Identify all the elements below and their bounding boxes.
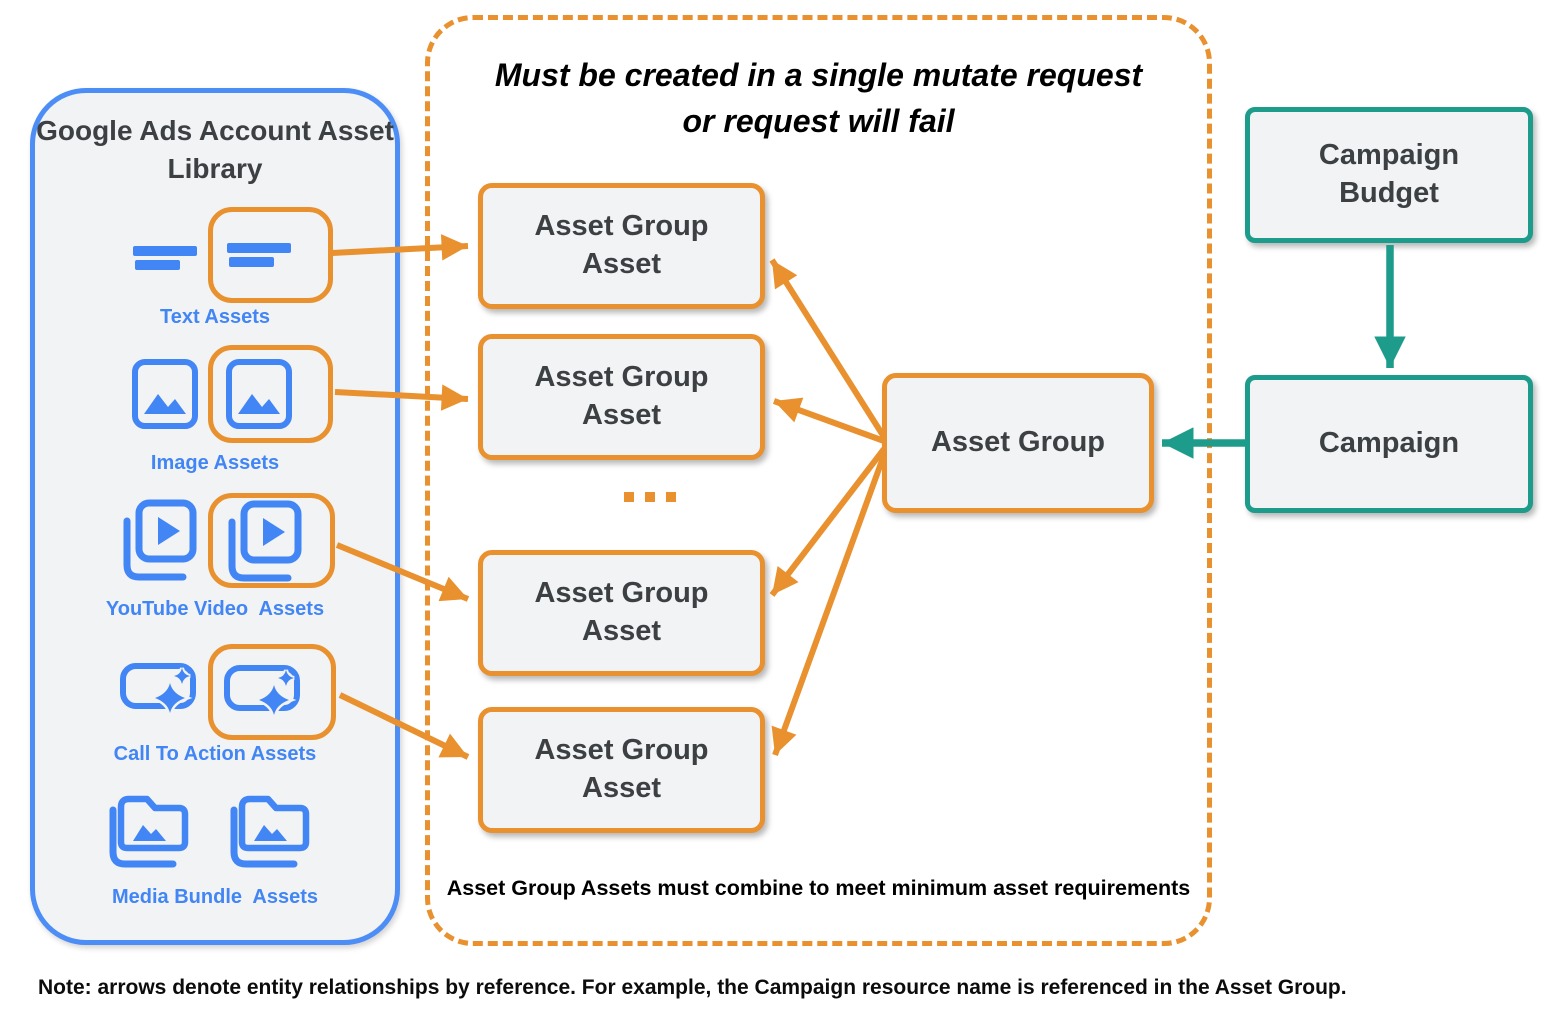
asset-group-asset-label: Asset Group Asset	[534, 361, 709, 431]
mutate-request-title: Must be created in a single mutate reque…	[433, 52, 1204, 145]
asset-library-title: Google Ads Account Asset Library	[36, 115, 394, 184]
asset-group-asset-label: Asset Group Asset	[534, 577, 709, 647]
asset-group-asset-label: Asset Group Asset	[534, 734, 709, 804]
mutate-request-title-line1: Must be created in a single mutate reque…	[494, 57, 1143, 93]
single-mutate-request-group	[425, 15, 1212, 946]
youtube-video-asset-icon	[222, 500, 302, 586]
asset-group-box: Asset Group	[882, 373, 1154, 513]
call-to-action-assets-label: Call To Action Assets	[113, 743, 317, 765]
asset-group-asset-box-4: Asset Group Asset	[478, 707, 765, 833]
asset-group-label: Asset Group	[930, 426, 1106, 459]
campaign-budget-box: Campaign Budget	[1245, 107, 1533, 243]
call-to-action-asset-icon	[224, 662, 306, 722]
asset-group-asset-box-3: Asset Group Asset	[478, 550, 765, 676]
asset-group-asset-box-2: Asset Group Asset	[478, 334, 765, 460]
ellipsis	[624, 492, 676, 502]
text-asset-icon	[133, 246, 197, 270]
campaign-label: Campaign	[1318, 427, 1460, 460]
asset-group-asset-label: Asset Group Asset	[534, 210, 709, 280]
youtube-video-asset-highlight-box	[208, 493, 335, 588]
call-to-action-asset-icon	[120, 660, 202, 720]
minimum-asset-requirements-note: Asset Group Assets must combine to meet …	[446, 876, 1191, 900]
reference-note: Note: arrows denote entity relationships…	[38, 976, 1347, 999]
youtube-video-asset-icon	[117, 499, 197, 585]
text-asset-highlight-box	[208, 207, 333, 303]
media-bundle-assets-label: Media Bundle Assets	[112, 886, 318, 908]
ellipsis-dot	[645, 492, 655, 502]
image-assets-label: Image Assets	[150, 452, 280, 474]
youtube-video-assets-label: YouTube Video Assets	[105, 598, 325, 620]
image-asset-icon	[132, 359, 198, 429]
text-assets-label: Text Assets	[159, 306, 271, 328]
asset-group-asset-box-1: Asset Group Asset	[478, 183, 765, 309]
campaign-box: Campaign	[1245, 375, 1533, 513]
media-bundle-asset-icon	[103, 786, 191, 872]
ellipsis-dot	[666, 492, 676, 502]
call-to-action-asset-highlight-box	[208, 644, 336, 740]
mutate-request-title-line2: or request will fail	[682, 103, 955, 140]
ellipsis-dot	[624, 492, 634, 502]
text-asset-icon	[227, 243, 291, 267]
media-bundle-asset-icon	[224, 786, 312, 872]
image-asset-icon	[226, 359, 292, 429]
image-asset-highlight-box	[208, 345, 333, 443]
campaign-budget-label: Campaign Budget	[1318, 139, 1460, 209]
